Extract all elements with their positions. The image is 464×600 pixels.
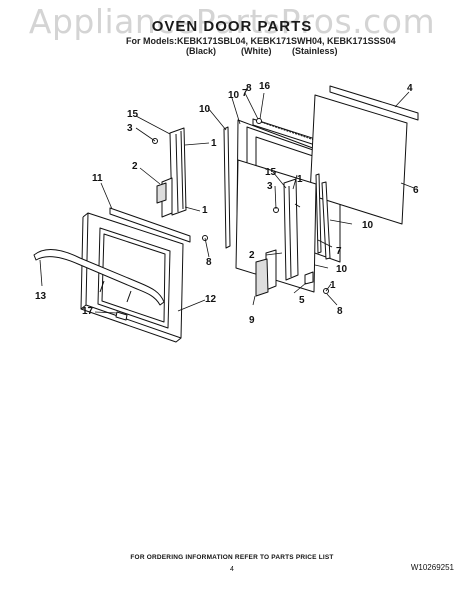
callout-3-a: 3 <box>127 123 133 134</box>
callout-labels: 1 1 1 1 2 2 3 3 4 5 6 7 7 8 8 8 9 10 10 … <box>35 81 419 326</box>
callout-15-a: 15 <box>127 109 139 120</box>
document-number: W10269251 <box>410 563 454 572</box>
variant-white: (White) <box>241 46 272 56</box>
callout-8-b: 8 <box>206 257 212 268</box>
gasket-right-10 <box>321 181 331 260</box>
models-line: For Models:KEBK171SBL04, KEBK171SWH04, K… <box>126 36 396 46</box>
callout-7-b: 7 <box>336 246 342 257</box>
variant-black: (Black) <box>186 46 217 56</box>
variant-stainless: (Stainless) <box>292 46 338 56</box>
door-gasket-left <box>223 126 231 249</box>
callout-6: 6 <box>413 185 419 196</box>
callout-1-a: 1 <box>211 138 217 149</box>
left-hinge <box>156 127 187 218</box>
callout-10-d: 10 <box>336 264 348 275</box>
callout-5: 5 <box>299 295 305 306</box>
callout-17: 17 <box>82 306 94 317</box>
callout-13: 13 <box>35 291 47 302</box>
callout-15-b: 15 <box>265 167 277 178</box>
ordering-footer: FOR ORDERING INFORMATION REFER TO PARTS … <box>130 554 334 561</box>
hinge-receiver <box>304 271 314 285</box>
callout-8-a: 8 <box>246 83 252 94</box>
callout-12: 12 <box>205 294 217 305</box>
callout-11: 11 <box>92 173 103 184</box>
callout-9: 9 <box>249 315 255 326</box>
page-number: 4 <box>230 566 234 573</box>
callout-16: 16 <box>259 81 271 92</box>
callout-1-d: 1 <box>330 280 336 291</box>
callout-8-c: 8 <box>337 306 343 317</box>
top-trim <box>329 85 419 121</box>
callout-4: 4 <box>407 83 413 94</box>
inner-door-panel <box>309 94 408 225</box>
leader-lines <box>39 91 415 314</box>
watermark: AppliancePartsPros.com <box>28 2 436 41</box>
callout-10-b: 10 <box>228 90 240 101</box>
callout-10-c: 10 <box>362 220 374 231</box>
callout-3-b: 3 <box>267 181 273 192</box>
small-clip <box>115 311 128 321</box>
callout-1-b: 1 <box>202 205 208 216</box>
outer-door-frame <box>80 212 184 343</box>
gasket-right-7 <box>315 173 322 254</box>
right-hinge <box>255 178 299 297</box>
vent-strip <box>109 207 191 243</box>
diagram-title: OVEN DOOR PARTS <box>151 18 313 35</box>
door-handle <box>33 249 165 306</box>
callout-2-b: 2 <box>249 250 255 261</box>
callout-7-a: 7 <box>242 88 248 99</box>
callout-1-c: 1 <box>297 174 303 185</box>
callout-2-a: 2 <box>132 161 138 172</box>
callout-10-a: 10 <box>199 104 211 115</box>
